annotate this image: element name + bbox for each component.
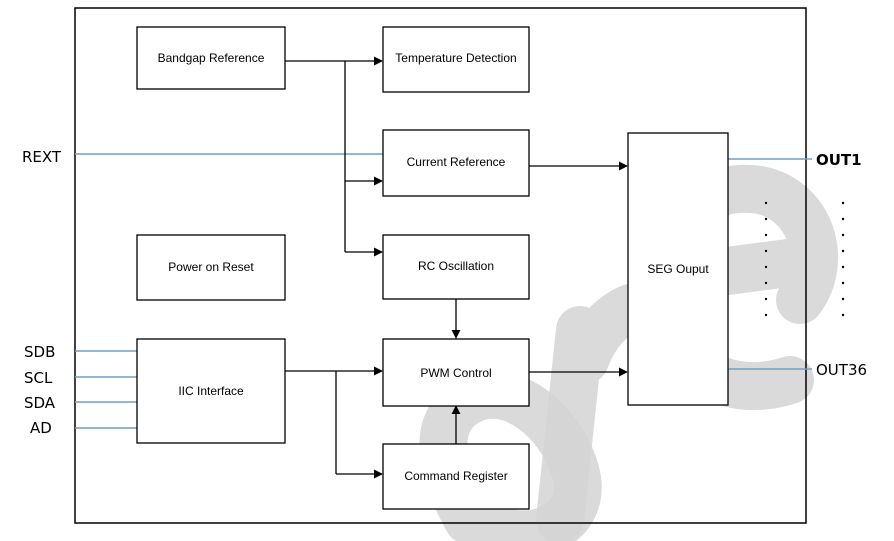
power-on-reset-block: Power on Reset [136, 234, 286, 301]
power-on-reset-label: Power on Reset [168, 260, 254, 274]
current-reference-label: Current Reference [407, 155, 506, 169]
command-register-block: Command Register [382, 443, 530, 510]
ad-pin-label: AD [30, 419, 52, 437]
sda-pin-label: SDA [24, 394, 56, 412]
chip-boundary [74, 7, 807, 524]
iic-interface-block: IIC Interface [136, 338, 286, 444]
rc-oscillation-label: RC Oscillation [418, 259, 494, 273]
output-ellipsis-dots [764, 201, 845, 317]
scl-pin-label: SCL [24, 369, 53, 387]
current-reference-block: Current Reference [382, 129, 530, 197]
rc-oscillation-block: RC Oscillation [382, 234, 530, 300]
bandgap-reference-label: Bandgap Reference [158, 51, 265, 65]
command-register-label: Command Register [404, 469, 507, 483]
temperature-detection-label: Temperature Detection [395, 51, 516, 65]
seg-output-block: SEG Ouput [627, 132, 729, 406]
bandgap-reference-block: Bandgap Reference [136, 26, 286, 90]
sdb-pin-label: SDB [24, 343, 55, 361]
out1-pin-label: OUT1 [816, 151, 862, 169]
signal-lines [75, 153, 812, 429]
out36-pin-label: OUT36 [816, 361, 867, 379]
iic-interface-label: IIC Interface [178, 384, 244, 398]
pwm-control-block: PWM Control [382, 338, 530, 407]
pwm-control-label: PWM Control [420, 366, 491, 380]
temperature-detection-block: Temperature Detection [382, 26, 530, 93]
internal-wiring [285, 56, 628, 479]
seg-output-label: SEG Ouput [647, 262, 709, 276]
rext-pin-label: REXT [22, 148, 62, 166]
